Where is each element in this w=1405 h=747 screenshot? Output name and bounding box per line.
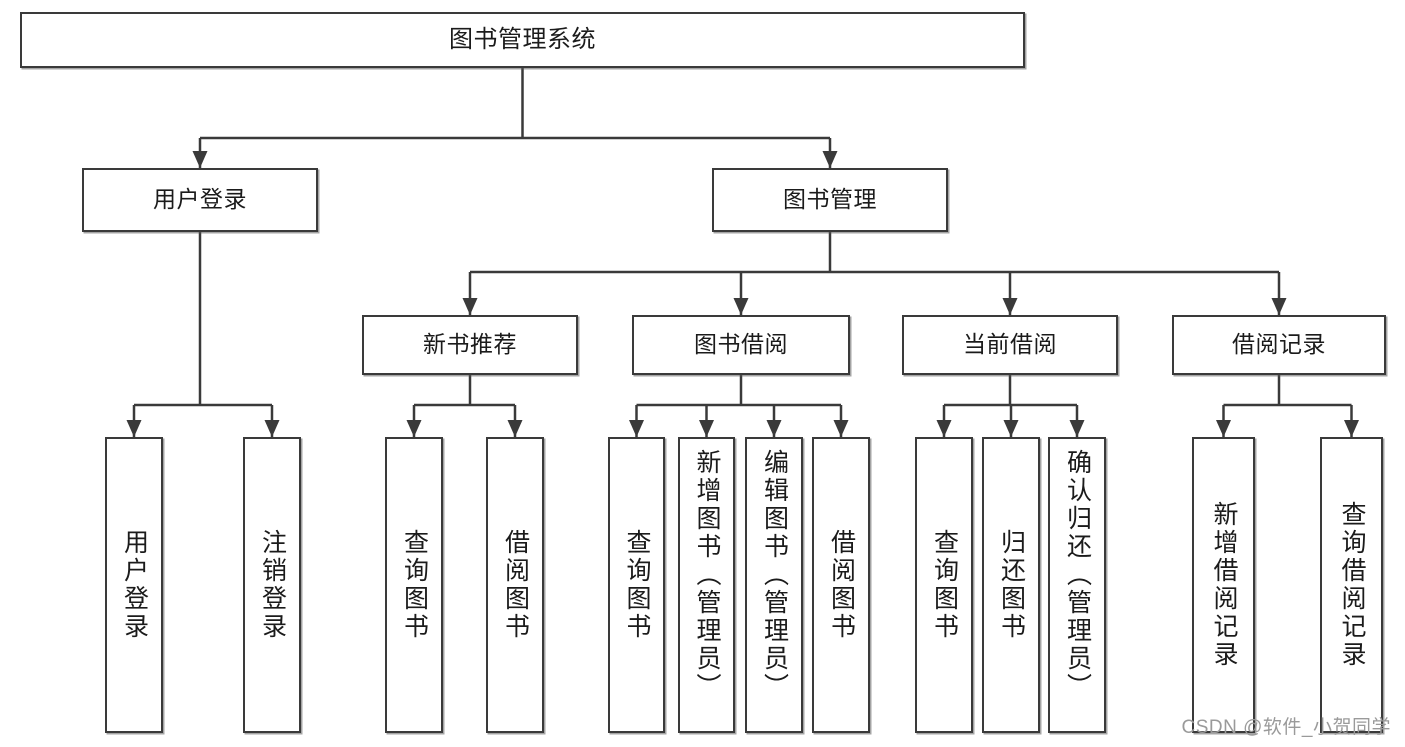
- node-label: 查询图书: [623, 529, 651, 641]
- node-label: 图书借阅: [694, 331, 788, 358]
- leaf-borrow-book-newbook[interactable]: 借阅图书: [486, 437, 544, 733]
- node-label: 图书管理系统: [449, 25, 596, 53]
- leaf-borrow-book[interactable]: 借阅图书: [812, 437, 870, 733]
- node-label: 图书管理: [783, 186, 877, 213]
- leaf-query-book-newbook[interactable]: 查询图书: [385, 437, 443, 733]
- node-label: 借阅图书: [501, 529, 530, 641]
- node-book-borrow[interactable]: 图书借阅: [632, 315, 850, 375]
- leaf-edit-book-admin[interactable]: 编辑图书（管理员）: [745, 437, 803, 733]
- leaf-user-login[interactable]: 用户登录: [105, 437, 163, 733]
- node-label: 借阅图书: [827, 529, 856, 641]
- leaf-user-logout[interactable]: 注销登录: [243, 437, 301, 733]
- node-label: 查询借阅记录: [1338, 501, 1366, 669]
- node-label: 新书推荐: [423, 331, 517, 358]
- leaf-query-book-current[interactable]: 查询图书: [915, 437, 973, 733]
- node-label: 用户登录: [153, 186, 247, 213]
- node-label: 注销登录: [258, 529, 287, 641]
- node-label: 新增借阅记录: [1210, 501, 1238, 669]
- leaf-return-book[interactable]: 归还图书: [982, 437, 1040, 733]
- node-label: 编辑图书（管理员）: [760, 449, 789, 701]
- node-label: 新增图书（管理员）: [693, 449, 721, 701]
- node-borrow-record[interactable]: 借阅记录: [1172, 315, 1386, 375]
- node-label: 用户登录: [120, 529, 149, 641]
- node-label: 确认归还（管理员）: [1063, 449, 1092, 701]
- node-label: 查询图书: [400, 529, 429, 641]
- node-book-management[interactable]: 图书管理: [712, 168, 948, 232]
- leaf-query-book-borrow[interactable]: 查询图书: [608, 437, 665, 733]
- node-book-management-system[interactable]: 图书管理系统: [20, 12, 1025, 68]
- node-label: 借阅记录: [1232, 331, 1326, 358]
- leaf-add-borrow-record[interactable]: 新增借阅记录: [1192, 437, 1255, 733]
- node-label: 查询图书: [930, 529, 959, 641]
- leaf-query-borrow-record[interactable]: 查询借阅记录: [1320, 437, 1383, 733]
- node-new-book-recommendation[interactable]: 新书推荐: [362, 315, 578, 375]
- leaf-add-book-admin[interactable]: 新增图书（管理员）: [678, 437, 735, 733]
- node-user-login[interactable]: 用户登录: [82, 168, 318, 232]
- watermark-text: CSDN @软件_小贺同学: [1181, 717, 1391, 738]
- node-label: 当前借阅: [963, 331, 1057, 358]
- leaf-confirm-return-admin[interactable]: 确认归还（管理员）: [1048, 437, 1106, 733]
- node-label: 归还图书: [997, 529, 1026, 641]
- node-current-borrow[interactable]: 当前借阅: [902, 315, 1118, 375]
